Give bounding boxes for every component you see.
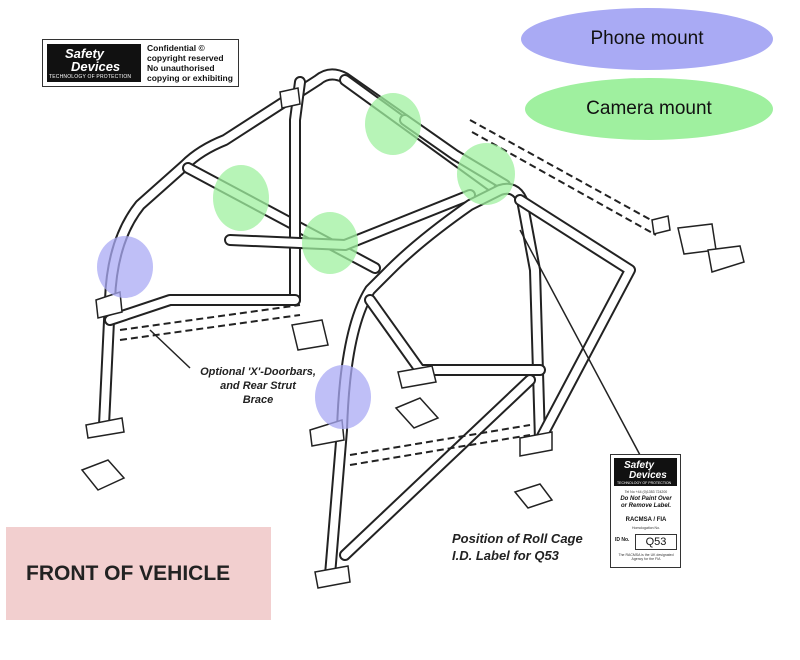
front-of-vehicle-label: FRONT OF VEHICLE bbox=[26, 561, 231, 585]
annotation-line: Brace bbox=[242, 394, 274, 406]
id-warning: Do Not Paint Over or Remove Label. bbox=[613, 496, 679, 510]
roll-cage-id-label: Safety Devices TECHNOLOGY OF PROTECTION … bbox=[610, 454, 681, 568]
annotation-line: and Rear Strut bbox=[220, 380, 296, 392]
id-homologation: Homologation No. bbox=[631, 526, 660, 530]
logo-tagline: TECHNOLOGY OF PROTECTION bbox=[49, 74, 132, 80]
annotation-line: Optional 'X'-Doorbars, bbox=[200, 366, 316, 378]
notice-line: No unauthorised bbox=[147, 63, 215, 73]
notice-line: copyright reserved bbox=[147, 53, 224, 63]
annotation-line: I.D. Label for Q53 bbox=[452, 548, 559, 563]
camera-mount-marker bbox=[365, 93, 421, 155]
mounting-plates bbox=[80, 87, 745, 589]
id-tagline: TECHNOLOGY OF PROTECTION bbox=[617, 481, 672, 485]
phone-mount-marker bbox=[97, 236, 153, 298]
id-label-logo: Safety Devices TECHNOLOGY OF PROTECTION bbox=[614, 458, 677, 486]
notice-line: copying or exhibiting bbox=[147, 73, 233, 83]
id-value: Q53 bbox=[635, 534, 677, 550]
doorbar-leader bbox=[149, 329, 191, 369]
notice-line: Confidential © bbox=[147, 43, 205, 53]
camera-mount-markers bbox=[213, 93, 515, 274]
id-footer: The RACMSA is the UK designated Agency f… bbox=[618, 553, 674, 561]
camera-mount-marker bbox=[457, 143, 515, 205]
id-tel: Tel No +44 (0)1353 724200 bbox=[624, 490, 668, 494]
main-hoop bbox=[324, 182, 636, 581]
camera-mount-marker bbox=[302, 212, 358, 274]
safety-devices-logo-box: Safety Devices TECHNOLOGY OF PROTECTION … bbox=[42, 39, 239, 87]
safety-devices-logo: Safety Devices TECHNOLOGY OF PROTECTION bbox=[47, 44, 141, 82]
logo-brand-line1: Safety bbox=[65, 46, 105, 61]
phone-mount-marker bbox=[315, 365, 371, 429]
annotation-line: Position of Roll Cage bbox=[452, 531, 583, 546]
camera-mount-marker bbox=[213, 165, 269, 231]
id-warning-line2: or Remove Label. bbox=[620, 503, 671, 509]
id-warning-line1: Do Not Paint Over bbox=[620, 496, 672, 502]
front-of-vehicle-box: FRONT OF VEHICLE bbox=[6, 527, 271, 620]
phone-mount-markers bbox=[97, 236, 371, 429]
camera-mount-legend: Camera mount bbox=[525, 78, 773, 140]
id-label-annotation: Position of Roll Cage I.D. Label for Q53 bbox=[452, 530, 583, 564]
doorbar-annotation: Optional 'X'-Doorbars, and Rear Strut Br… bbox=[188, 365, 328, 407]
copyright-notice: Confidential © copyright reserved No una… bbox=[147, 43, 233, 83]
phone-mount-legend: Phone mount bbox=[521, 8, 773, 70]
id-body: RACMSA / FIA bbox=[625, 517, 667, 523]
camera-mount-legend-label: Camera mount bbox=[586, 98, 712, 119]
id-prefix: ID No. bbox=[615, 537, 630, 543]
front-diagonal bbox=[104, 294, 301, 326]
logo-brand-line2: Devices bbox=[71, 59, 121, 74]
id-label-leader bbox=[519, 229, 641, 456]
phone-mount-legend-label: Phone mount bbox=[590, 28, 704, 49]
id-brand-line2: Devices bbox=[629, 470, 667, 481]
id-brand-line1: Safety bbox=[624, 460, 655, 471]
